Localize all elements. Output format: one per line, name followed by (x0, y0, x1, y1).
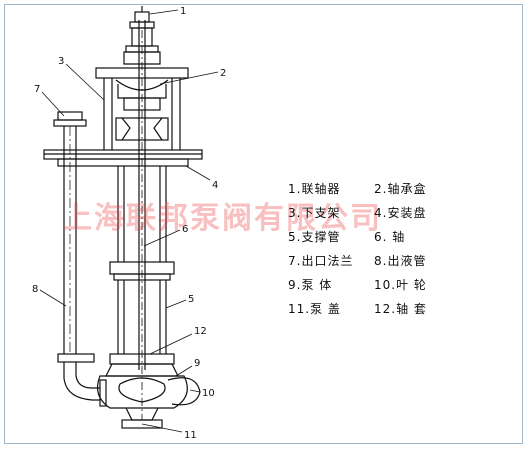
callout-11: 11 (184, 430, 197, 441)
callout-10: 10 (202, 388, 215, 399)
callout-numbers: 1 2 3 4 5 6 7 8 9 10 11 12 (32, 6, 226, 441)
callout-6: 6 (182, 224, 188, 235)
callout-7: 7 (34, 84, 40, 95)
shaft (138, 20, 146, 420)
callout-9: 9 (194, 358, 200, 369)
callout-12: 12 (194, 326, 207, 337)
legend-item-5: 5.支撑管 (288, 230, 341, 244)
callout-3: 3 (58, 56, 64, 67)
legend-item-12: 12.轴 套 (374, 302, 427, 316)
callout-4: 4 (212, 180, 218, 191)
diagram-frame (4, 4, 523, 444)
legend-item-4: 4.安装盘 (374, 206, 427, 220)
callout-1: 1 (180, 6, 186, 17)
mounting-plate (43, 149, 203, 167)
pump-body (97, 363, 201, 429)
legend-item-10: 10.叶 轮 (374, 278, 427, 292)
legend-item-7: 7.出口法兰 (288, 254, 354, 268)
leader-lines (39, 9, 219, 433)
callout-8: 8 (32, 284, 38, 295)
legend-item-11: 11.泵 盖 (288, 302, 341, 316)
legend-item-8: 8.出液管 (374, 254, 427, 268)
callout-5: 5 (188, 294, 194, 305)
legend-item-6: 6. 轴 (374, 230, 406, 244)
legend-item-1: 1.联轴器 (288, 182, 341, 196)
callout-2: 2 (220, 68, 226, 79)
legend-item-2: 2.轴承盒 (374, 182, 427, 196)
legend-item-9: 9.泵 体 (288, 278, 333, 292)
legend-item-3: 3.下支架 (288, 206, 341, 220)
discharge-pipe (53, 111, 107, 407)
